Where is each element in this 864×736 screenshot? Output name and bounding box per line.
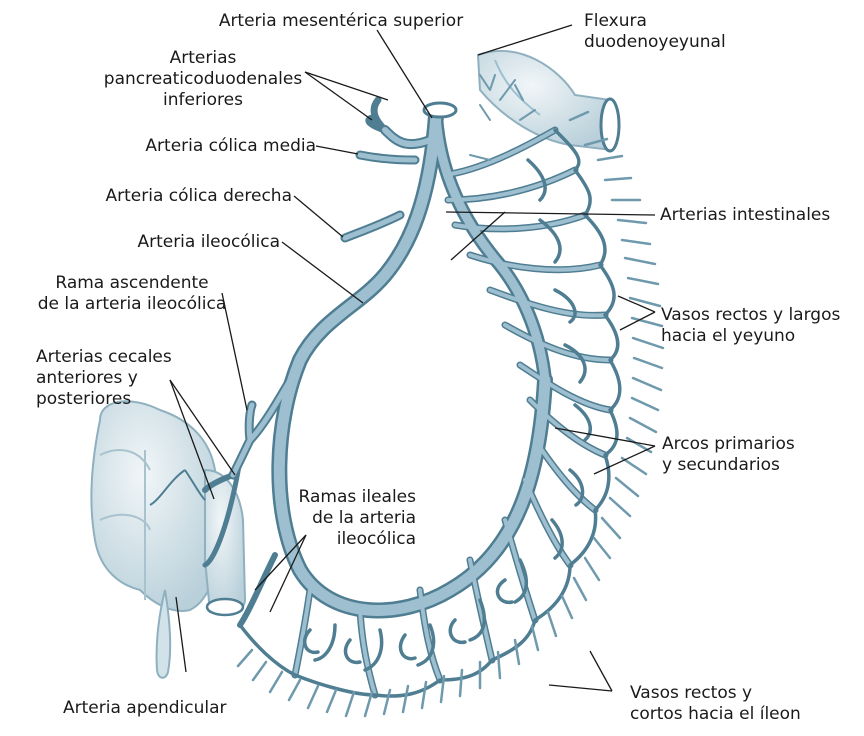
label-vasos-largos: Vasos rectos y largos hacia el yeyuno xyxy=(661,305,840,347)
label-ileales-line3: ileocólica xyxy=(278,529,416,550)
label-colica-derecha: Arteria cólica derecha xyxy=(60,186,292,207)
label-arcos-line1: Arcos primarios xyxy=(662,434,795,455)
label-rama-ascendente: Rama ascendente de la arteria ileocólica xyxy=(0,273,264,315)
label-arcos: Arcos primarios y secundarios xyxy=(662,434,795,476)
label-vasos-cortos-line2: cortos hacia el íleon xyxy=(630,704,801,725)
label-cecales-line1: Arterias cecales xyxy=(36,347,172,368)
label-vasos-largos-line1: Vasos rectos y largos xyxy=(661,305,840,326)
label-cecales: Arterias cecales anteriores y posteriore… xyxy=(36,347,172,410)
label-pancreatico-line2: pancreaticoduodenales xyxy=(72,69,334,90)
label-cecales-line2: anteriores y xyxy=(36,368,172,389)
label-arcos-line2: y secundarios xyxy=(662,455,795,476)
label-pancreaticoduodenales: Arterias pancreaticoduodenales inferiore… xyxy=(72,48,334,111)
label-apendicular: Arteria apendicular xyxy=(63,698,226,719)
label-pancreatico-line1: Arterias xyxy=(72,48,334,69)
label-vasos-largos-line2: hacia el yeyuno xyxy=(661,326,840,347)
label-flexura-line2: duodenoyeyunal xyxy=(584,32,726,53)
label-pancreatico-line3: inferiores xyxy=(72,90,334,111)
label-vasos-cortos-line1: Vasos rectos y xyxy=(630,683,801,704)
label-flexura: Flexura duodenoyeyunal xyxy=(584,11,726,53)
label-rama-line2: de la arteria ileocólica xyxy=(0,294,264,315)
label-vasos-cortos: Vasos rectos y cortos hacia el íleon xyxy=(630,683,801,725)
label-colica-media: Arteria cólica media xyxy=(90,136,316,157)
label-ileales-line2: de la arteria xyxy=(278,508,416,529)
label-ileales: Ramas ileales de la arteria ileocólica xyxy=(278,487,416,550)
label-ileales-line1: Ramas ileales xyxy=(278,487,416,508)
label-flexura-line1: Flexura xyxy=(584,11,726,32)
label-rama-line1: Rama ascendente xyxy=(0,273,264,294)
label-cecales-line3: posteriores xyxy=(36,389,172,410)
vessel-tree xyxy=(205,75,663,716)
label-sma: Arteria mesentérica superior xyxy=(196,11,486,32)
label-ileocolica: Arteria ileocólica xyxy=(90,232,280,253)
label-intestinales: Arterias intestinales xyxy=(660,205,830,226)
